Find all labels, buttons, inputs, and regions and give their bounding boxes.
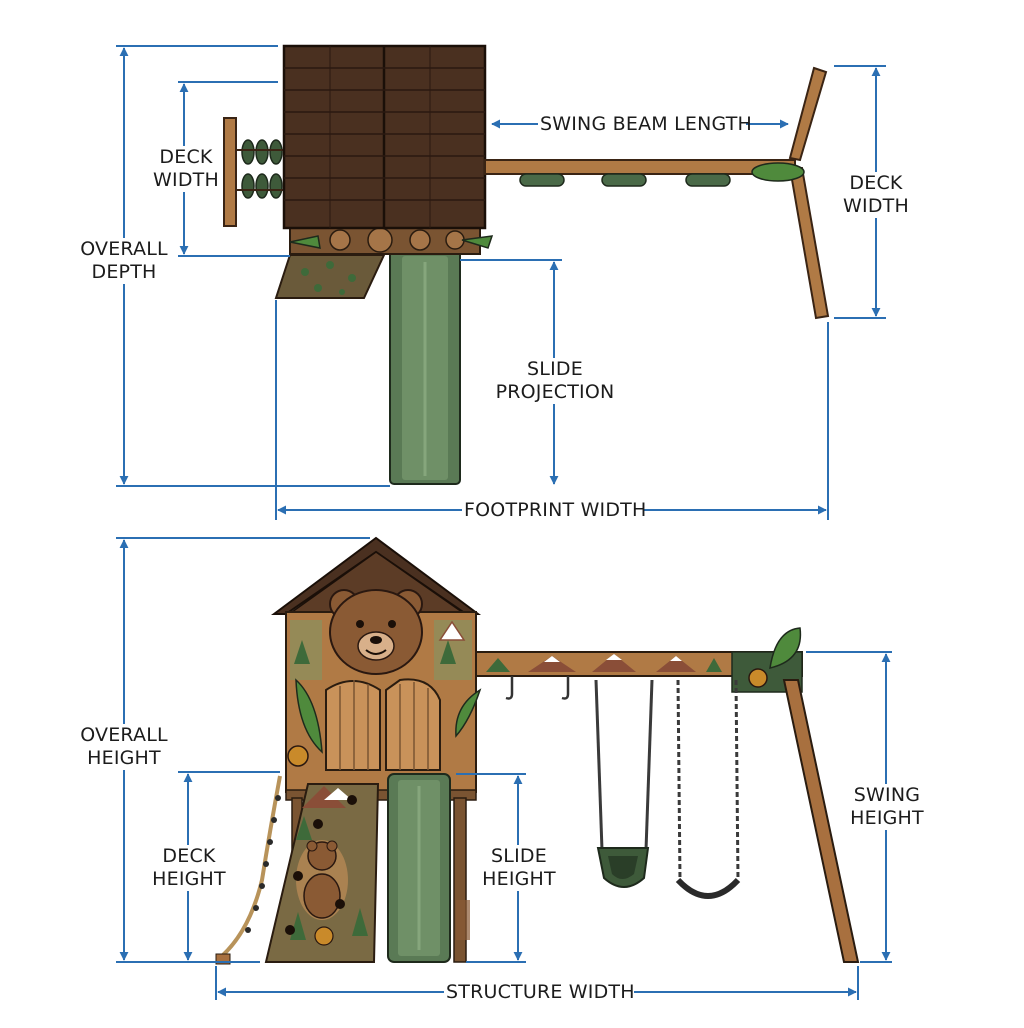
climbing-rope: [220, 775, 282, 958]
slide-height-label: SLIDE HEIGHT: [482, 845, 556, 891]
deck-width-left-label: DECK WIDTH: [150, 146, 222, 192]
swing-seats-top: [519, 173, 731, 187]
footprint-width-label: FOOTPRINT WIDTH: [462, 499, 647, 522]
top-view: [223, 44, 830, 485]
climbing-wall-top: [223, 117, 237, 227]
toddler-swing: [594, 679, 654, 888]
belt-swing: [675, 679, 741, 899]
swing-beam-length-label: SWING BEAM LENGTH: [538, 113, 753, 136]
deck-width-right-label: DECK WIDTH: [840, 172, 912, 218]
slide-projection-label: SLIDE PROJECTION: [494, 358, 616, 404]
a-frame-leg-side: [782, 679, 860, 963]
swing-beam-top: [484, 159, 796, 175]
structure-width-label: STRUCTURE WIDTH: [444, 981, 635, 1004]
a-frame-top: [788, 66, 828, 162]
deck-height-label: DECK HEIGHT: [152, 845, 226, 891]
side-view: [215, 536, 860, 965]
swing-height-label: SWING HEIGHT: [850, 784, 924, 830]
leaf-decoration: [769, 627, 802, 669]
bear-face-panel: [329, 589, 423, 675]
climbing-holds-top: [241, 139, 283, 199]
overall-depth-label: OVERALL DEPTH: [78, 238, 170, 284]
overall-height-label: OVERALL HEIGHT: [78, 724, 170, 770]
